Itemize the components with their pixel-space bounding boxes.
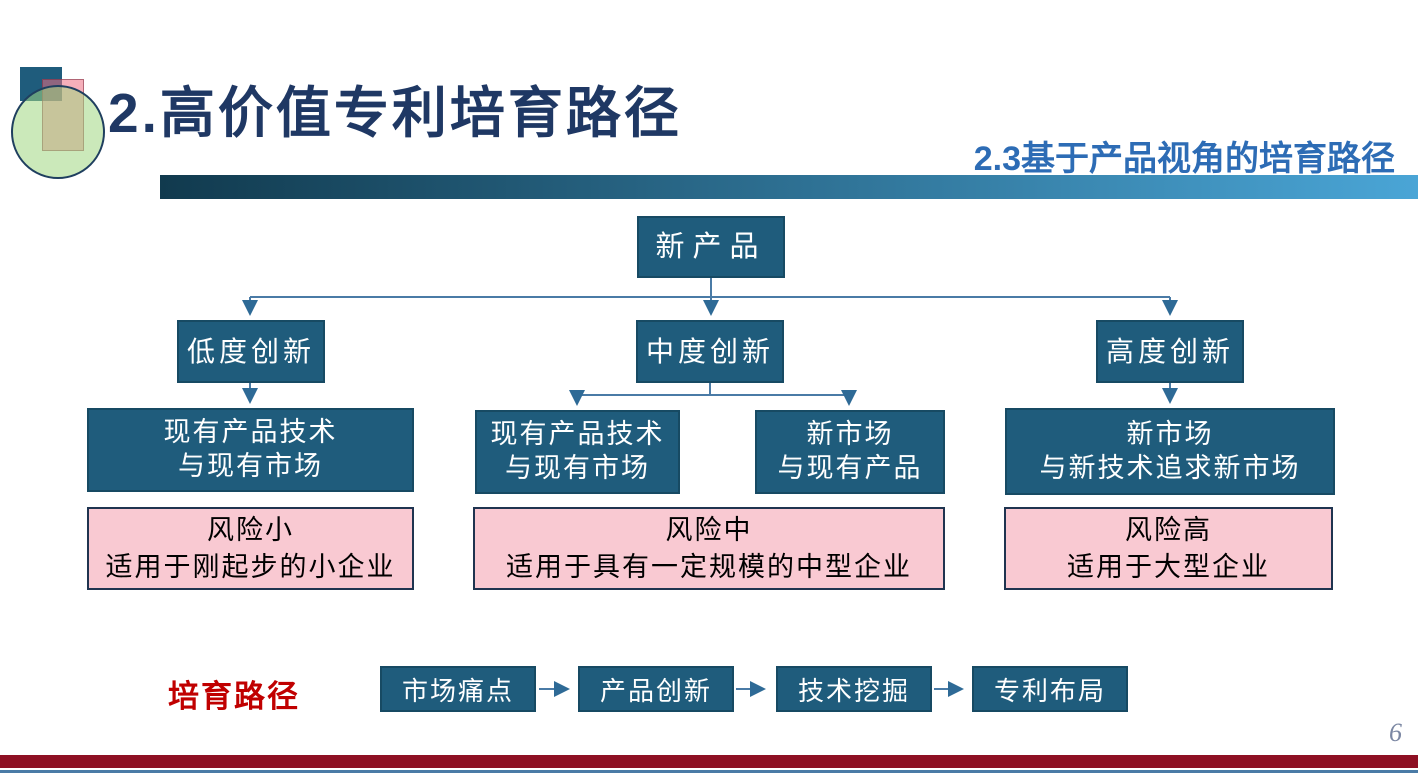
risk-high-line1: 风险高 xyxy=(1125,515,1212,546)
cultivation-path-label: 培育路径 xyxy=(168,679,300,714)
node-mid-detail-right-line2: 与现有产品 xyxy=(777,453,923,483)
node-high-detail-line2: 与新技术追求新市场 xyxy=(1039,452,1301,483)
page-number: 6 xyxy=(1389,718,1402,747)
risk-low-line2: 适用于刚起步的小企业 xyxy=(105,551,396,582)
flow-step-market-pain: 市场痛点 xyxy=(380,666,536,712)
header-gradient-bar xyxy=(160,175,1418,199)
logo-green-circle xyxy=(11,85,105,179)
risk-box-medium: 风险中 适用于具有一定规模的中型企业 xyxy=(473,507,945,590)
node-high-detail-line1: 新市场 xyxy=(1126,418,1214,449)
risk-box-low: 风险小 适用于刚起步的小企业 xyxy=(87,507,414,590)
node-low-detail-line1: 现有产品技术 xyxy=(163,417,338,448)
slide-subtitle: 2.3基于产品视角的培育路径 xyxy=(973,140,1395,178)
footer-red-bar xyxy=(0,755,1418,768)
node-new-product: 新产品 xyxy=(637,216,785,278)
node-low-detail-line2: 与现有市场 xyxy=(178,451,323,481)
node-mid-detail-left-line1: 现有产品技术 xyxy=(490,419,665,450)
node-mid-detail-right: 新市场 与现有产品 xyxy=(755,410,945,494)
node-mid-detail-right-line1: 新市场 xyxy=(806,419,894,450)
flow-step-patent-layout: 专利布局 xyxy=(972,666,1128,712)
node-high-detail: 新市场 与新技术追求新市场 xyxy=(1005,408,1335,495)
node-mid-detail-left-line2: 与现有市场 xyxy=(505,453,650,483)
slide-logo xyxy=(0,0,140,190)
risk-medium-line1: 风险中 xyxy=(665,515,753,546)
risk-box-high: 风险高 适用于大型企业 xyxy=(1004,507,1333,590)
flow-step-tech-mining: 技术挖掘 xyxy=(776,666,932,712)
risk-low-line1: 风险小 xyxy=(207,515,294,546)
footer-blue-line xyxy=(0,770,1418,773)
flow-step-product-innovation: 产品创新 xyxy=(578,666,734,712)
node-low-innovation: 低度创新 xyxy=(177,320,325,383)
risk-medium-line2: 适用于具有一定规模的中型企业 xyxy=(506,551,912,582)
slide-title: 2.高价值专利培育路径 xyxy=(108,82,682,144)
node-high-innovation: 高度创新 xyxy=(1096,320,1244,383)
node-low-detail: 现有产品技术 与现有市场 xyxy=(87,408,414,492)
node-medium-innovation: 中度创新 xyxy=(636,320,784,383)
node-mid-detail-left: 现有产品技术 与现有市场 xyxy=(475,410,680,494)
risk-high-line2: 适用于大型企业 xyxy=(1067,551,1270,582)
